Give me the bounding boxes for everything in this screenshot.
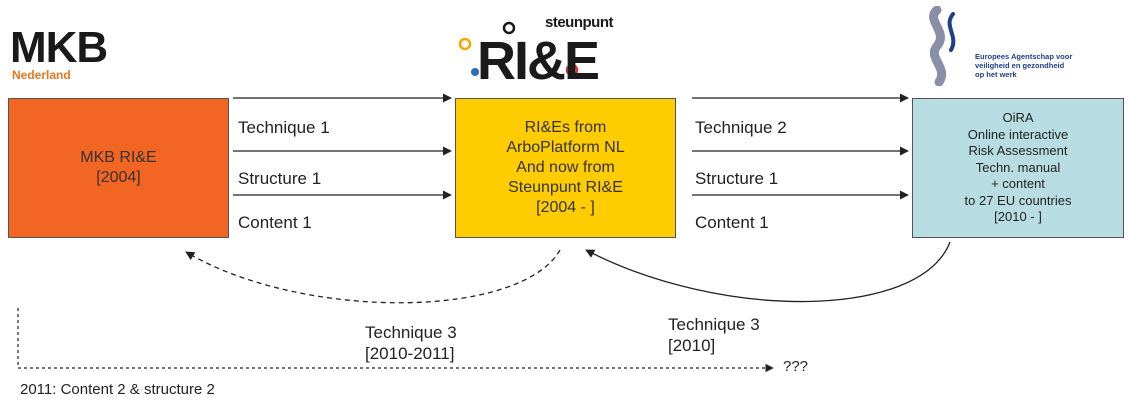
eu-osha-logo-line: Europees Agentschap voor [975, 52, 1073, 61]
box-line: ArboPlatform NL [506, 139, 625, 156]
box-line: And now from [516, 159, 615, 176]
steunpunt-logo-top: steunpunt [545, 14, 614, 31]
mkb-logo-subtext: Nederland [12, 68, 71, 82]
eu-osha-logo-line: veiligheid en gezondheid [975, 61, 1065, 70]
label-technique-3-right: Technique 3 [668, 315, 760, 334]
label-structure-1-right: Structure 1 [695, 169, 779, 188]
box-line: [2010 - ] [994, 209, 1042, 225]
box-line: + content [991, 176, 1045, 192]
box-line: OiRA [1002, 110, 1034, 126]
eu-osha-logo-text: Europees Agentschap voor veiligheid en g… [975, 52, 1072, 79]
mkb-logo-text: MKB [10, 23, 108, 72]
arrow-technique-3-dashed [185, 249, 561, 304]
box-line: RI&Es from [524, 119, 607, 136]
timeline-footer: 2011: Content 2 & structure 2 [20, 381, 215, 398]
oira-box: OiRA Online interactive Risk Assessment … [912, 98, 1124, 238]
box-line: Online interactive [967, 126, 1069, 142]
label-technique-2: Technique 2 [695, 118, 787, 137]
label-technique-3-left-date: [2010-2011] [365, 344, 455, 363]
label-content-1-right: Content 1 [695, 213, 769, 232]
label-content-1: Content 1 [238, 213, 312, 232]
mkb-nederland-logo: MKB Nederland [10, 23, 108, 83]
eu-osha-logo-line: op het werk [975, 70, 1017, 79]
box-line: to 27 EU countries [964, 192, 1072, 208]
arrow-technique-3-solid [585, 241, 951, 303]
label-technique-3-left: Technique 3 [365, 323, 457, 342]
label-technique-3-right-date: [2010] [668, 336, 716, 355]
eu-osha-logo-mark [929, 6, 956, 86]
steunpunt-rie-box: RI&Es from ArboPlatform NL And now from … [455, 98, 676, 238]
label-technique-1: Technique 1 [238, 118, 330, 137]
box-line: Steunpunt RI&E [508, 179, 623, 196]
steunpunt-logo-dots [458, 21, 579, 77]
box-line: Risk Assessment [968, 143, 1068, 159]
box-line: MKB RI&E [80, 149, 157, 166]
label-structure-1: Structure 1 [238, 169, 322, 188]
steunpunt-logo-main: RI&E [477, 31, 600, 91]
mkb-rie-box: MKB RI&E [2004] [8, 98, 229, 238]
box-line: [2004 - ] [536, 199, 595, 216]
box-line: Techn. manual [975, 159, 1061, 175]
steunpunt-rie-logo: steunpunt RI&E [455, 6, 635, 92]
box-line: [2004] [96, 169, 141, 186]
timeline-end-label: ??? [783, 358, 809, 375]
eu-osha-logo: Europees Agentschap voor veiligheid en g… [915, 6, 1128, 92]
